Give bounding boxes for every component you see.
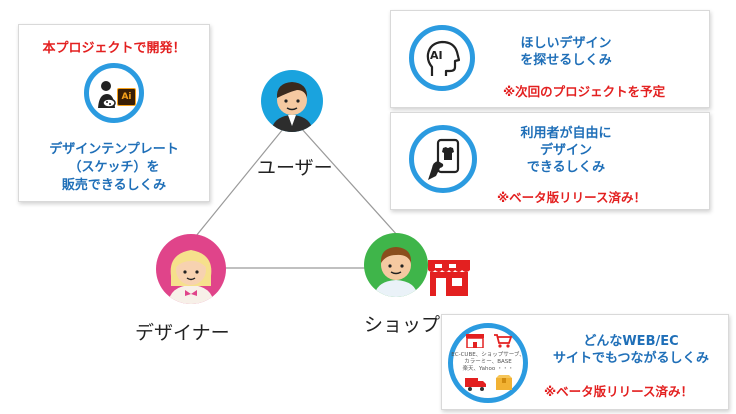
designer-node-label: デザイナー [135, 322, 230, 344]
shop-node-avatar [364, 233, 428, 297]
ec-platform-line3: 楽天、Yahoo ・・・ [462, 366, 514, 372]
designer-desc-line3: 販売できるしくみ [61, 178, 167, 193]
shop-storefront-icon [426, 258, 472, 298]
ec-platform-list: EC-CUBE、ショップサーブ、 カラーミー、BASE 楽天、Yahoo ・・・ [451, 352, 525, 373]
ec-platform-line2: カラーミー、BASE [464, 359, 512, 365]
phone-icon-ring [409, 125, 477, 193]
phone-title-line3: できるしくみ [526, 160, 606, 175]
shop-avatar-icon [374, 247, 418, 297]
designer-desc-line1: デザインテンプレート [49, 142, 179, 157]
ai-box-title: ほしいデザイン を探せるしくみ [491, 35, 641, 69]
smartphone-tshirt-icon [426, 138, 462, 182]
ec-connect-box: EC-CUBE、ショップサーブ、 カラーミー、BASE 楽天、Yahoo ・・・… [441, 314, 729, 410]
phone-title-line1: 利用者が自由に [520, 126, 612, 141]
phone-box-title: 利用者が自由に デザイン できるしくみ [491, 125, 641, 176]
shop-node-label: ショップ [364, 314, 441, 336]
designer-desc-line2: （スケッチ）を [68, 160, 160, 175]
designer-box-description: デザインテンプレート （スケッチ）を 販売できるしくみ [19, 141, 209, 195]
user-node-avatar [261, 70, 323, 132]
cart-icon [493, 334, 513, 348]
phone-title-line2: デザイン [539, 143, 592, 158]
ec-box-title: どんなWEB/EC サイトでもつながるしくみ [538, 333, 724, 367]
ai-icon-ring: AI [409, 25, 475, 91]
ai-head-text: AI [430, 49, 443, 62]
designer-template-box: 本プロジェクトで開発！ Ai デザインテンプレート （スケッチ）を 販売できるし… [18, 24, 210, 202]
ec-icon-ring: EC-CUBE、ショップサーブ、 カラーミー、BASE 楽天、Yahoo ・・・ [448, 323, 528, 403]
ai-box-note: ※次回のプロジェクトを予定 [503, 84, 666, 99]
package-box-icon [495, 375, 513, 391]
store-icon [465, 334, 485, 348]
ec-title-line1: どんなWEB/EC [583, 334, 679, 349]
designer-box-headline: 本プロジェクトで開発！ [42, 41, 186, 56]
ec-box-note: ※ベータ版リリース済み！ [544, 384, 694, 399]
designer-avatar-icon [168, 250, 214, 304]
free-design-box: 利用者が自由に デザイン できるしくみ ※ベータ版リリース済み！ [390, 112, 710, 210]
user-node-label: ユーザー [257, 157, 333, 179]
illustrator-badge: Ai [117, 88, 136, 106]
designer-node-avatar [156, 234, 226, 304]
designer-icon-ring: Ai [84, 63, 144, 123]
phone-box-note: ※ベータ版リリース済み！ [497, 190, 647, 205]
ai-search-box: AI ほしいデザイン を探せるしくみ ※次回のプロジェクトを予定 [390, 10, 710, 108]
designer-palette-icon [95, 78, 135, 112]
ai-title-line1: ほしいデザイン [520, 36, 612, 51]
ec-title-line2: サイトでもつながるしくみ [552, 351, 709, 366]
ai-title-line2: を探せるしくみ [520, 53, 612, 68]
delivery-truck-icon [465, 376, 487, 392]
user-avatar-icon [271, 82, 313, 132]
ai-head-icon [426, 40, 460, 78]
ec-platform-line1: EC-CUBE、ショップサーブ、 [451, 352, 525, 358]
